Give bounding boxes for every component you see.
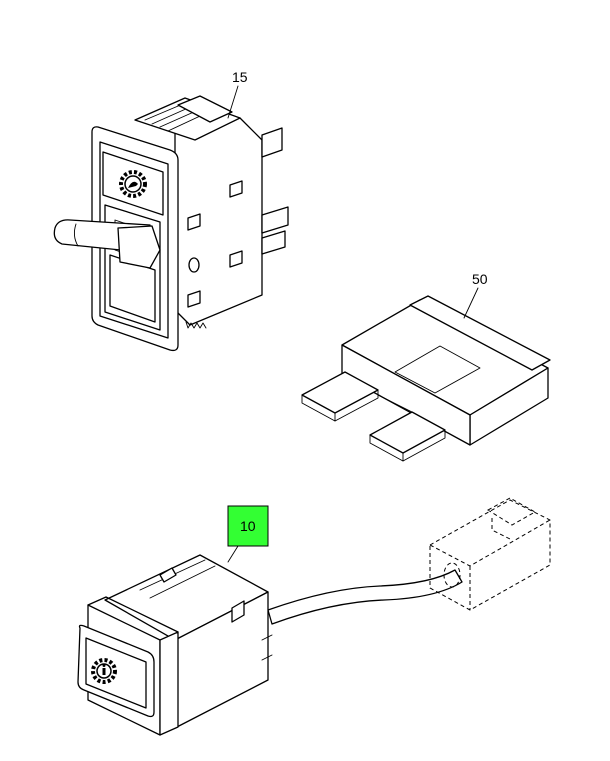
callout-10-label: 10: [240, 518, 256, 534]
callout-10-highlight: [227, 505, 269, 547]
callout-50: 50: [463, 271, 488, 319]
blade-fuse-part[interactable]: [301, 295, 551, 462]
callout-50-label: 50: [472, 271, 488, 287]
callout-15: 15: [227, 69, 248, 119]
gear-icon: [119, 170, 147, 198]
gear-icon: [91, 658, 117, 684]
wire-connector: [429, 497, 551, 611]
callout-10: 10: [227, 505, 269, 563]
callout-15-label: 15: [232, 69, 248, 85]
rocker-switch-part[interactable]: [53, 95, 289, 352]
push-switch-harness-part[interactable]: [77, 497, 551, 736]
